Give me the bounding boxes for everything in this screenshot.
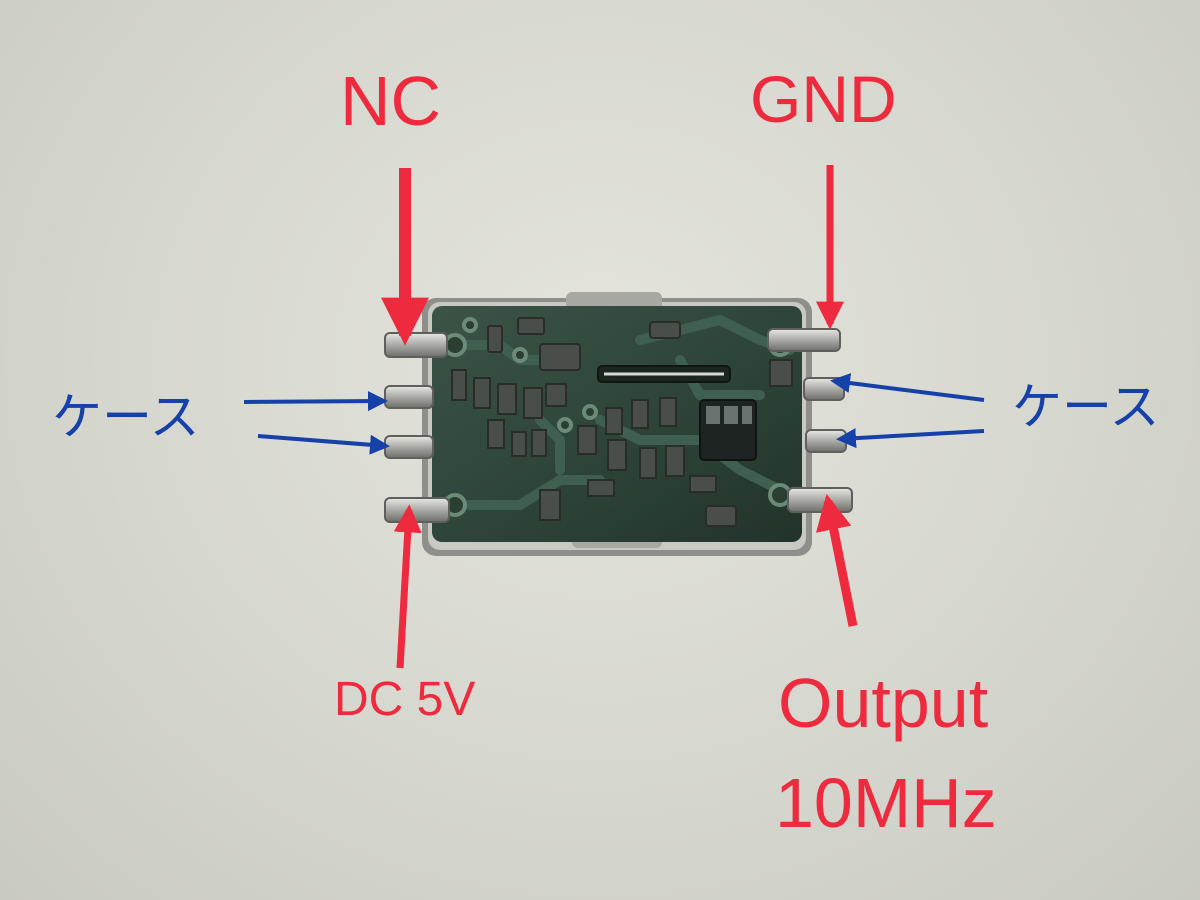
nc-label: NC [340, 62, 442, 140]
pin-output [787, 487, 853, 513]
pin-gnd [767, 328, 841, 352]
arrow-case-right-1 [830, 373, 985, 402]
gnd-label: GND [750, 62, 897, 136]
pin-case-left-2 [384, 435, 434, 459]
pin-nc [384, 332, 448, 358]
arrow-dc5v [393, 504, 422, 669]
case-label-right: ケース [1012, 379, 1160, 435]
case-arrows-blue [243, 373, 985, 455]
smd-components [451, 317, 793, 527]
case-label-left: ケース [52, 389, 200, 445]
pin-arrows-red [381, 165, 858, 669]
pin-dc5v [384, 497, 450, 523]
output-label: Output [778, 664, 989, 742]
arrow-case-left-2 [257, 434, 390, 455]
dc5v-label: DC 5V [334, 673, 476, 726]
arrow-case-left-1 [243, 391, 388, 412]
pin-case-left-1 [384, 385, 434, 409]
output-frequency-label: 10MHz [775, 764, 997, 842]
circuit-board [432, 306, 802, 542]
arrow-case-right-2 [836, 428, 985, 449]
pin-case-right-2 [805, 429, 847, 453]
arrow-output [815, 493, 858, 627]
ic-chip [699, 399, 757, 461]
